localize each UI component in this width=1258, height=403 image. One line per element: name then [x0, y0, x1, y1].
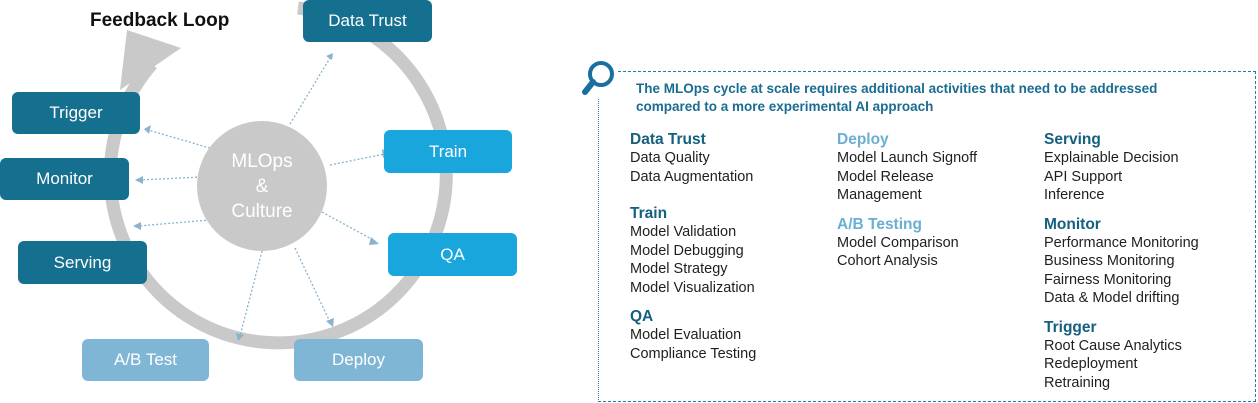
hub-line-3: Culture [231, 200, 293, 222]
section-item: Model Evaluation [630, 327, 742, 343]
section-item: Retraining [1044, 374, 1111, 391]
section-qa: QA Model Evaluation Compliance Testing [630, 308, 830, 363]
section-title: Data Trust [630, 131, 706, 148]
section-item: Explainable Decision [1044, 150, 1179, 166]
stage-deploy: Deploy [294, 339, 423, 381]
feedback-loop-title: Feedback Loop [90, 10, 230, 31]
section-title: Trigger [1044, 318, 1097, 336]
section-item: Model Visualization [630, 279, 755, 296]
activities-panel [598, 71, 1256, 402]
stage-monitor: Monitor [0, 158, 129, 200]
feedback-arrowhead [120, 30, 181, 90]
section-item: API Support [1044, 168, 1123, 185]
stage-train: Train [384, 130, 512, 173]
section-item: Data Quality [630, 150, 710, 166]
section-train: Train Model Validation Model Debugging M… [630, 205, 830, 297]
section-item: Model Comparison [837, 234, 959, 251]
section-item: Business Monitoring [1044, 253, 1175, 269]
panel-heading: The MLOps cycle at scale requires additi… [636, 80, 1246, 116]
mlops-culture-hub: MLOps & Culture [197, 121, 327, 251]
section-monitor: Monitor Performance Monitoring Business … [1044, 216, 1249, 308]
section-item: Model Launch Signoff [837, 150, 978, 166]
stage-data-trust: Data Trust [303, 0, 432, 42]
section-item: Model Debugging [630, 242, 744, 259]
section-item: Model Release [837, 168, 934, 185]
spoke-arrows [137, 57, 386, 337]
stage-qa: QA [388, 233, 517, 276]
section-title: QA [630, 308, 654, 325]
section-item: Management [837, 187, 922, 203]
section-item: Data Augmentation [630, 168, 754, 185]
section-item: Model Strategy [630, 261, 728, 277]
stage-trigger: Trigger [12, 92, 140, 134]
activities-column-1: Data Trust Data Quality Data Augmentatio… [630, 131, 830, 374]
section-ab-testing: A/B Testing Model Comparison Cohort Anal… [837, 216, 1037, 271]
stage-ab-test: A/B Test [82, 339, 209, 381]
hub-line-2: & [255, 175, 269, 197]
magnifier-icon [582, 60, 616, 98]
section-data-trust: Data Trust Data Quality Data Augmentatio… [630, 131, 830, 186]
section-item: Redeployment [1044, 356, 1138, 372]
section-item: Compliance Testing [630, 345, 757, 362]
section-title: Deploy [837, 131, 889, 148]
section-trigger: Trigger Root Cause Analytics Redeploymen… [1044, 319, 1249, 393]
section-title: Monitor [1044, 215, 1101, 233]
stage-serving: Serving [18, 241, 147, 284]
section-serving: Serving Explainable Decision API Support… [1044, 131, 1249, 205]
section-item: Performance Monitoring [1044, 234, 1199, 251]
section-item: Inference [1044, 187, 1105, 203]
section-item: Cohort Analysis [837, 253, 938, 269]
section-item: Model Validation [630, 224, 737, 240]
section-title: Serving [1044, 131, 1101, 148]
activities-column-2: Deploy Model Launch Signoff Model Releas… [837, 131, 1037, 282]
activities-column-3: Serving Explainable Decision API Support… [1044, 131, 1249, 403]
section-item: Data & Model drifting [1044, 290, 1180, 306]
section-title: Train [630, 205, 668, 222]
panel-heading-line-1: The MLOps cycle at scale requires additi… [636, 81, 1158, 96]
section-item: Root Cause Analytics [1044, 337, 1182, 354]
hub-line-1: MLOps [231, 150, 293, 172]
section-deploy: Deploy Model Launch Signoff Model Releas… [837, 131, 1037, 205]
section-item: Fairness Monitoring [1044, 271, 1172, 288]
panel-heading-line-2: compared to a more experimental AI appro… [636, 99, 934, 114]
section-title: A/B Testing [837, 215, 922, 233]
